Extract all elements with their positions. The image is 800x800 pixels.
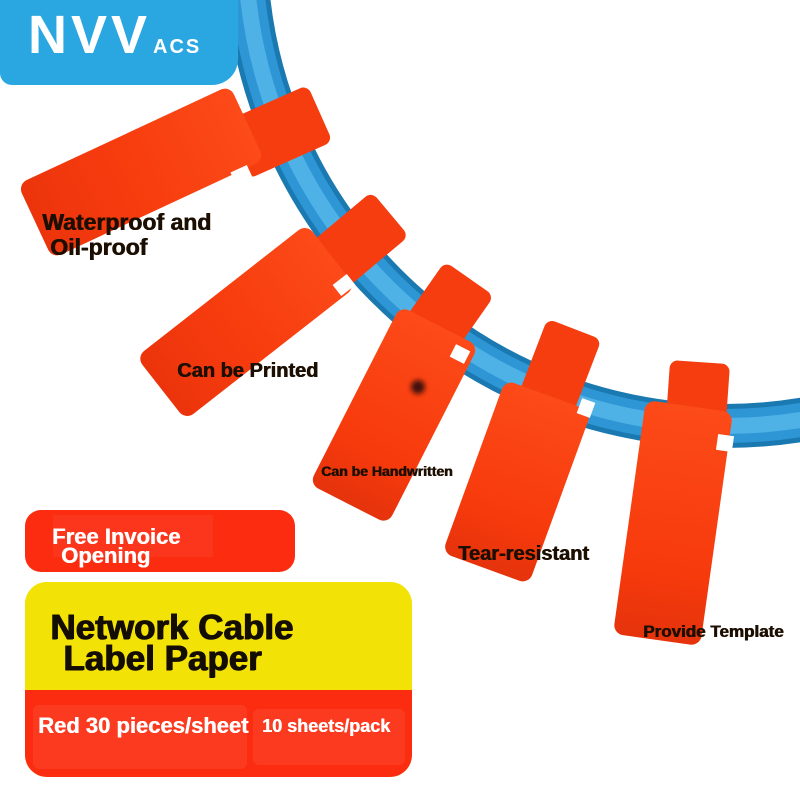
product-title-line2: Label Paper bbox=[63, 639, 262, 678]
label-2-notch bbox=[332, 273, 356, 297]
promo-banner-line1: Free Invoice bbox=[52, 524, 181, 549]
brand-name-main: NVV bbox=[28, 5, 152, 65]
label-flag-5 bbox=[614, 360, 735, 645]
spec-left-sheen bbox=[33, 705, 247, 769]
promo-banner-text: Free Invoice Opening bbox=[52, 524, 181, 568]
label-1-notch bbox=[230, 164, 254, 188]
spec-right-sheen bbox=[253, 709, 405, 765]
feature-text-tear-resistant: Tear-resistant bbox=[458, 543, 589, 565]
feature-text-provide-template: Provide Template bbox=[643, 622, 784, 641]
product-card: Network Cable Label Paper Red 30 pieces/… bbox=[25, 582, 412, 777]
spec-pieces-per-sheet: Red 30 pieces/sheet bbox=[38, 713, 249, 738]
product-card-title-area: Network Cable Label Paper bbox=[25, 582, 412, 690]
feature-text-waterproof-line2: Oil-proof bbox=[50, 233, 148, 260]
pen-mark-dot bbox=[411, 380, 425, 394]
product-title: Network Cable Label Paper bbox=[50, 610, 293, 678]
product-title-line1: Network Cable bbox=[50, 608, 294, 647]
spec-sheets-per-pack: 10 sheets/pack bbox=[262, 716, 391, 736]
feature-text-printed: Can be Printed bbox=[177, 360, 319, 382]
feature-text-handwritten: Can be Handwritten bbox=[321, 463, 453, 479]
label-5-notch bbox=[715, 433, 735, 453]
product-card-spec-area: Red 30 pieces/sheet 10 sheets/pack bbox=[25, 690, 412, 777]
label-1-flag bbox=[20, 88, 262, 256]
label-flag-3 bbox=[312, 264, 491, 521]
label-flag-1 bbox=[20, 87, 331, 256]
label-flag-2 bbox=[140, 194, 406, 416]
label-3-notch bbox=[449, 344, 471, 364]
label-3-flag bbox=[312, 309, 476, 521]
feature-text-waterproof-line1: Waterproof and bbox=[42, 209, 212, 235]
network-cable bbox=[226, 0, 800, 448]
label-flag-4 bbox=[445, 320, 600, 582]
label-5-flag bbox=[614, 401, 732, 645]
brand-name-suffix: ACS bbox=[153, 36, 202, 58]
label-4-flag bbox=[445, 382, 589, 582]
label-2-flag bbox=[140, 228, 352, 416]
promo-banner: Free Invoice Opening bbox=[25, 510, 295, 572]
label-4-notch bbox=[576, 398, 596, 418]
promo-banner-sheen bbox=[53, 515, 213, 557]
feature-text-waterproof: Waterproof and Oil-proof bbox=[42, 210, 211, 260]
promo-banner-line2: Opening bbox=[61, 543, 151, 568]
